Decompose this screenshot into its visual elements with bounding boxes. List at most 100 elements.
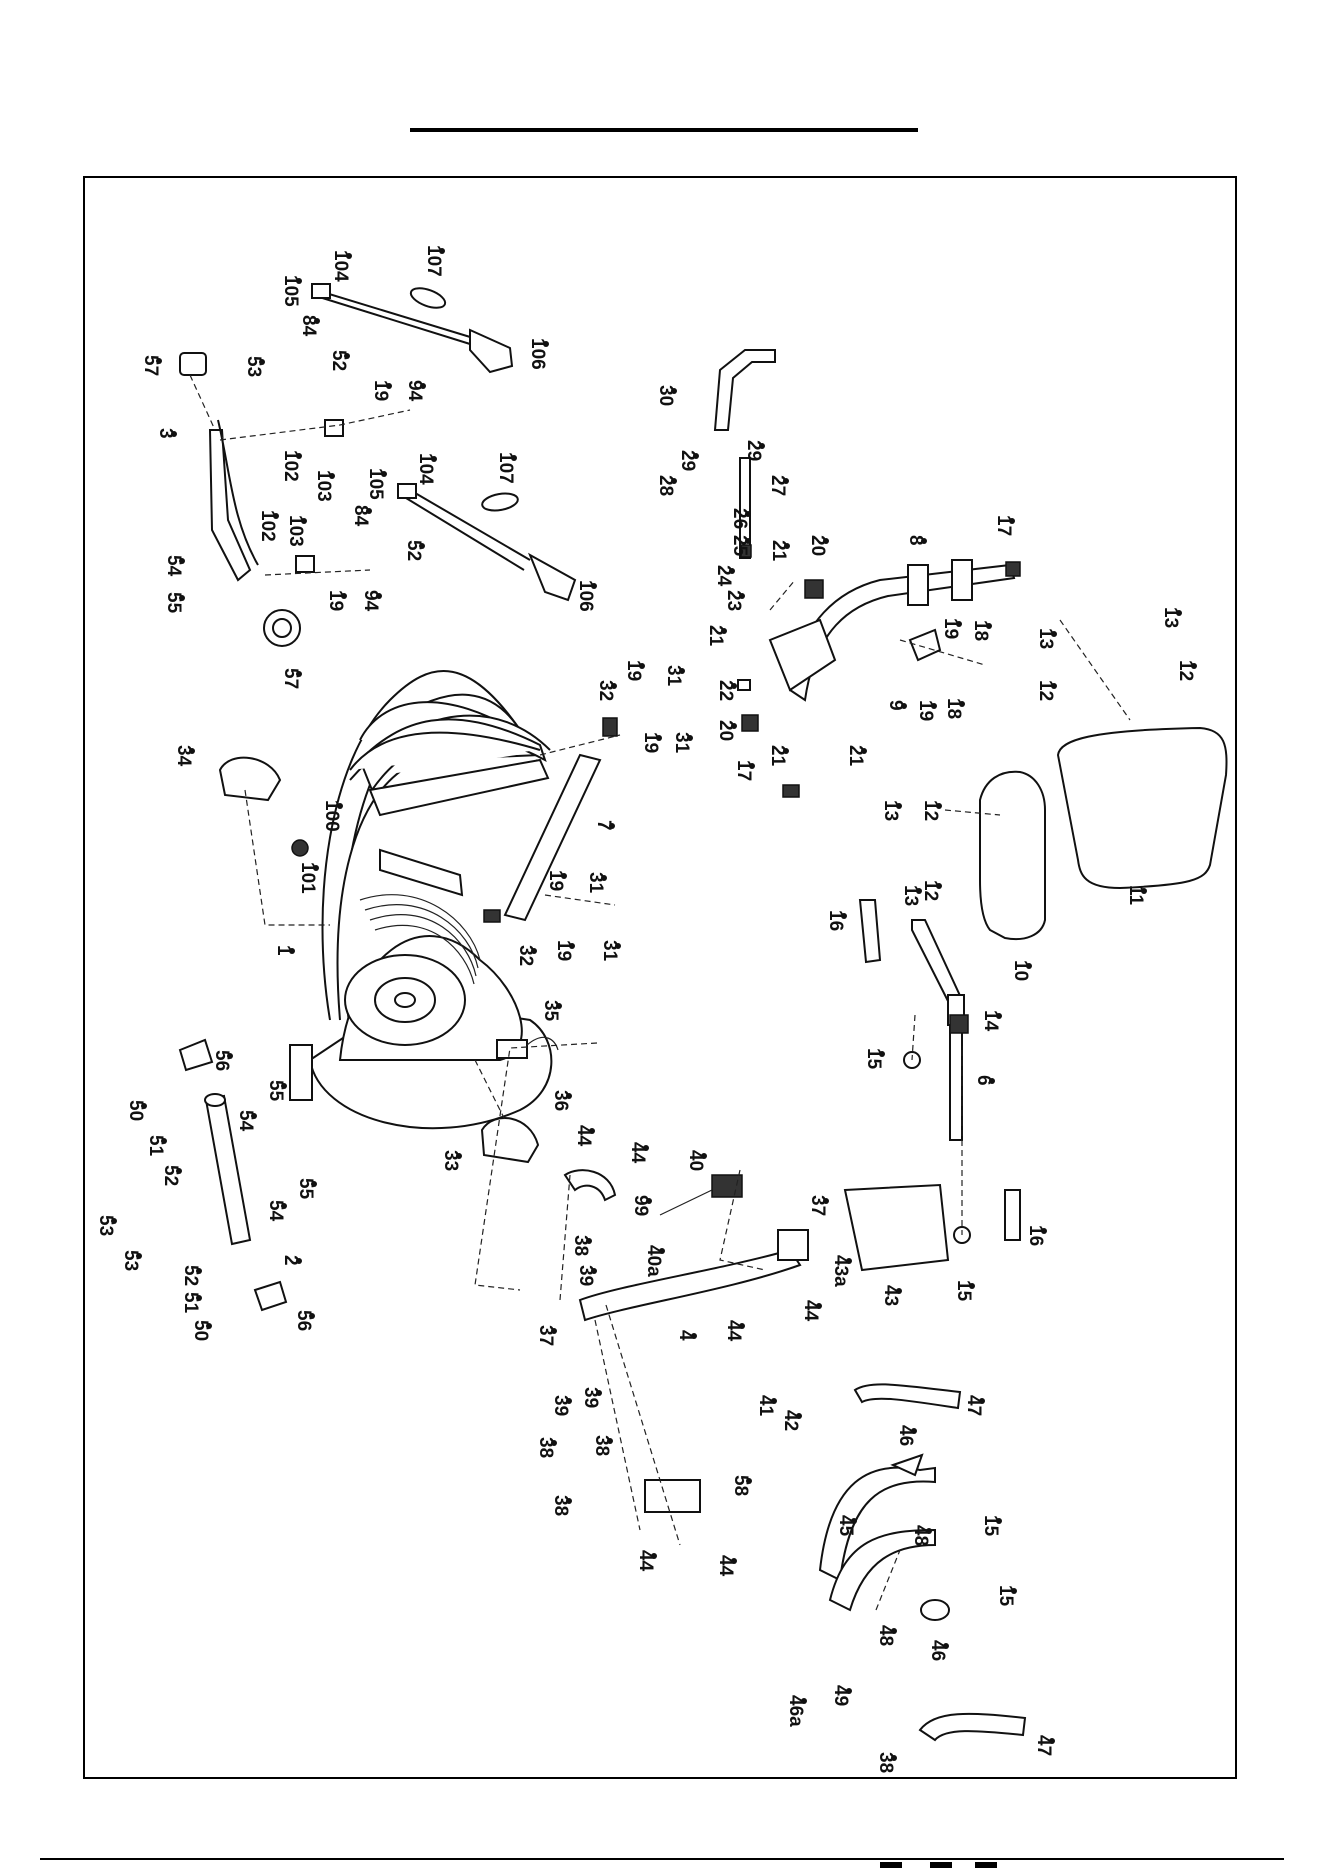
part-dot-p48a — [926, 1528, 932, 1534]
part-dot-p12a — [1051, 683, 1057, 689]
part-dot-p101 — [313, 865, 319, 871]
part-label-p41: 41 — [755, 1395, 776, 1417]
part-label-p55a: 55 — [163, 592, 184, 614]
part-label-p101: 101 — [297, 862, 318, 894]
part-dot-p104a — [346, 253, 352, 259]
part-dot-p19f — [656, 735, 662, 741]
part-label-p9: 9 — [885, 700, 906, 711]
part-dot-p44f — [731, 1558, 737, 1564]
part-label-p52b: 52 — [403, 540, 424, 561]
part-label-p55b: 55 — [265, 1080, 286, 1102]
part-label-p104b: 104 — [415, 453, 436, 485]
part-dot-p15b — [969, 1283, 975, 1289]
part-dot-p27 — [783, 478, 789, 484]
part-dot-p46a — [911, 1428, 917, 1434]
part-dot-p44a — [589, 1128, 595, 1134]
part-dot-p16a — [841, 913, 847, 919]
part-dot-p38e — [891, 1755, 897, 1761]
part-label-p24: 24 — [713, 565, 734, 587]
part-label-p31d: 31 — [599, 940, 620, 962]
part-dot-p21b — [721, 628, 727, 634]
part-label-p103a: 103 — [313, 470, 334, 502]
part-dot-p15a — [879, 1051, 885, 1057]
part-dot-p84a — [314, 318, 320, 324]
part-dot-p19b — [341, 593, 347, 599]
part-dot-p16b — [1041, 1228, 1047, 1234]
part-dot-p99 — [646, 1198, 652, 1204]
part-label-p19c: 19 — [940, 618, 961, 639]
part-dot-p22 — [731, 683, 737, 689]
part-label-p39b: 39 — [550, 1395, 571, 1416]
part-dot-p28 — [671, 478, 677, 484]
part-label-p20a: 20 — [807, 535, 828, 556]
part-label-p15c: 15 — [980, 1515, 1001, 1537]
part-label-p38c: 38 — [591, 1435, 612, 1456]
part-label-p37b: 37 — [535, 1325, 556, 1346]
part-dot-p54c — [281, 1203, 287, 1209]
part-dot-p52d — [196, 1268, 202, 1274]
part-dot-p14 — [996, 1013, 1002, 1019]
part-dot-p105a — [296, 278, 302, 284]
part-dot-p43a — [846, 1258, 852, 1264]
part-dot-p54a — [179, 558, 185, 564]
part-dot-p15c — [996, 1518, 1002, 1524]
part-dot-p6 — [989, 1078, 995, 1084]
part-label-p54a: 54 — [163, 555, 184, 577]
part-dot-p18a — [986, 623, 992, 629]
part-dot-p4 — [691, 1333, 697, 1339]
part-label-p33: 33 — [440, 1150, 461, 1171]
part-dot-p18b — [959, 701, 965, 707]
part-label-p15d: 15 — [995, 1585, 1016, 1607]
part-label-p14: 14 — [980, 1010, 1001, 1032]
part-dot-p25 — [745, 538, 751, 544]
part-dot-p57a — [156, 358, 162, 364]
part-dot-p38c — [607, 1438, 613, 1444]
part-dot-p50b — [206, 1323, 212, 1329]
part-label-p105a: 105 — [280, 275, 301, 307]
part-label-p45: 45 — [835, 1515, 856, 1537]
diagram-frame — [83, 176, 1237, 1779]
part-dot-p19a — [386, 383, 392, 389]
part-dot-p84b — [366, 508, 372, 514]
part-label-p32a: 32 — [595, 680, 616, 701]
part-dot-p51b — [196, 1295, 202, 1301]
part-label-p44b: 44 — [627, 1142, 648, 1164]
part-dot-p12d — [936, 883, 942, 889]
part-dot-p31b — [687, 735, 693, 741]
part-dot-p19h — [569, 943, 575, 949]
part-dot-p52a — [344, 353, 350, 359]
part-dot-p19g — [561, 873, 567, 879]
part-label-p84b: 84 — [350, 505, 371, 527]
handlebar-tube-6 — [858, 899, 1021, 1244]
part-dot-p44b — [643, 1145, 649, 1151]
part-dot-p56b — [309, 1313, 315, 1319]
part-label-p31c: 31 — [585, 872, 606, 894]
part-dot-p13a — [1051, 631, 1057, 637]
part-label-p25: 25 — [729, 535, 750, 557]
part-label-p17a: 17 — [993, 515, 1014, 536]
part-dot-p35 — [556, 1003, 562, 1009]
part-label-p47b: 47 — [1033, 1735, 1054, 1756]
part-label-p51b: 51 — [180, 1292, 201, 1314]
bottom-edge-marks — [40, 1858, 1284, 1868]
part-dot-p52c — [176, 1168, 182, 1174]
part-label-p103b: 103 — [285, 515, 306, 547]
part-dot-p48b — [891, 1628, 897, 1634]
part-label-p39c: 39 — [580, 1387, 601, 1408]
part-dot-p32a — [611, 683, 617, 689]
part-dot-p106b — [591, 583, 597, 589]
part-dot-p15d — [1011, 1588, 1017, 1594]
part-dot-p42 — [796, 1413, 802, 1419]
part-label-p4: 4 — [675, 1330, 696, 1341]
part-label-p54c: 54 — [265, 1200, 286, 1222]
part-dot-p31a — [679, 668, 685, 674]
part-dot-p17a — [1009, 518, 1015, 524]
part-label-p15a: 15 — [863, 1048, 884, 1070]
part-dot-p46a2 — [801, 1698, 807, 1704]
part-dot-p39b — [566, 1398, 572, 1404]
part-dot-p55a — [179, 595, 185, 601]
part-label-p29a: 29 — [743, 440, 764, 461]
part-dot-p106a — [543, 341, 549, 347]
